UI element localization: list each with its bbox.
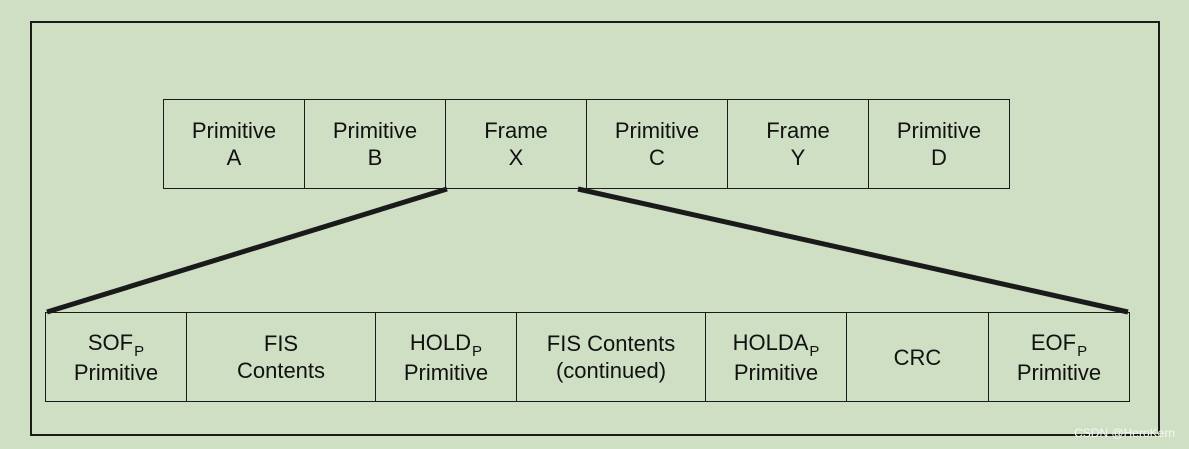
cell-line2: X	[508, 145, 524, 170]
cell-line1: Frame	[766, 118, 830, 143]
cell-line2: (continued)	[555, 358, 667, 383]
bottom-cell-holdap: HOLDAP Primitive	[705, 312, 847, 402]
watermark: CSDN @HeroKern	[1074, 426, 1175, 440]
cell-line2: Primitive	[73, 359, 159, 385]
cell-line2: Y	[790, 145, 806, 170]
cell-main: SOF	[87, 329, 134, 355]
top-cell-frame-y: Frame Y	[727, 99, 869, 189]
top-cell-frame-x: Frame X	[445, 99, 587, 189]
cell-line2: Primitive	[1016, 359, 1102, 385]
bottom-cell-sofp: SOFP Primitive	[45, 312, 187, 402]
top-cell-primitive-c: Primitive C	[586, 99, 728, 189]
cell-line2: B	[367, 145, 383, 170]
cell-main: EOF	[1030, 329, 1077, 355]
cell-line1: Primitive	[896, 118, 982, 143]
cell-line2: Contents	[236, 358, 326, 383]
bottom-cell-fis-contents: FIS Contents	[186, 312, 376, 402]
cell-subscript: P	[809, 342, 820, 360]
cell-subscript: P	[472, 342, 483, 360]
cell-main: HOLDA	[732, 329, 809, 355]
cell-line1: HOLDAP	[732, 329, 820, 360]
cell-line2: Primitive	[733, 359, 819, 385]
cell-line2: Primitive	[403, 359, 489, 385]
cell-line1: FIS	[263, 331, 299, 356]
top-cell-primitive-d: Primitive D	[868, 99, 1010, 189]
bottom-cell-fis-contents-continued: FIS Contents (continued)	[516, 312, 706, 402]
cell-line1: SOFP	[87, 329, 145, 360]
cell-line2: C	[649, 145, 665, 170]
cell-subscript: P	[1077, 342, 1088, 360]
cell-line1: Primitive	[191, 118, 277, 143]
cell-line1: Frame	[484, 118, 548, 143]
top-cell-primitive-a: Primitive A	[163, 99, 305, 189]
diagram-border	[30, 21, 1160, 436]
cell-line1: Primitive	[614, 118, 700, 143]
bottom-cell-crc: CRC	[846, 312, 989, 402]
cell-line2: D	[931, 145, 947, 170]
cell-subscript: P	[134, 342, 145, 360]
bottom-cell-holdp: HOLDP Primitive	[375, 312, 517, 402]
cell-line1: HOLDP	[409, 329, 483, 360]
cell-line1: EOFP	[1030, 329, 1088, 360]
cell-main: HOLD	[409, 329, 472, 355]
cell-line1: FIS Contents	[546, 331, 676, 356]
top-sequence-row: Primitive A Primitive B Frame X Primitiv…	[163, 99, 1010, 189]
cell-line1: CRC	[893, 344, 942, 370]
bottom-cell-eofp: EOFP Primitive	[988, 312, 1130, 402]
cell-line2: A	[226, 145, 242, 170]
top-cell-primitive-b: Primitive B	[304, 99, 446, 189]
cell-line1: Primitive	[332, 118, 418, 143]
frame-x-expansion-row: SOFP Primitive FIS Contents HOLDP Primit…	[45, 312, 1130, 402]
